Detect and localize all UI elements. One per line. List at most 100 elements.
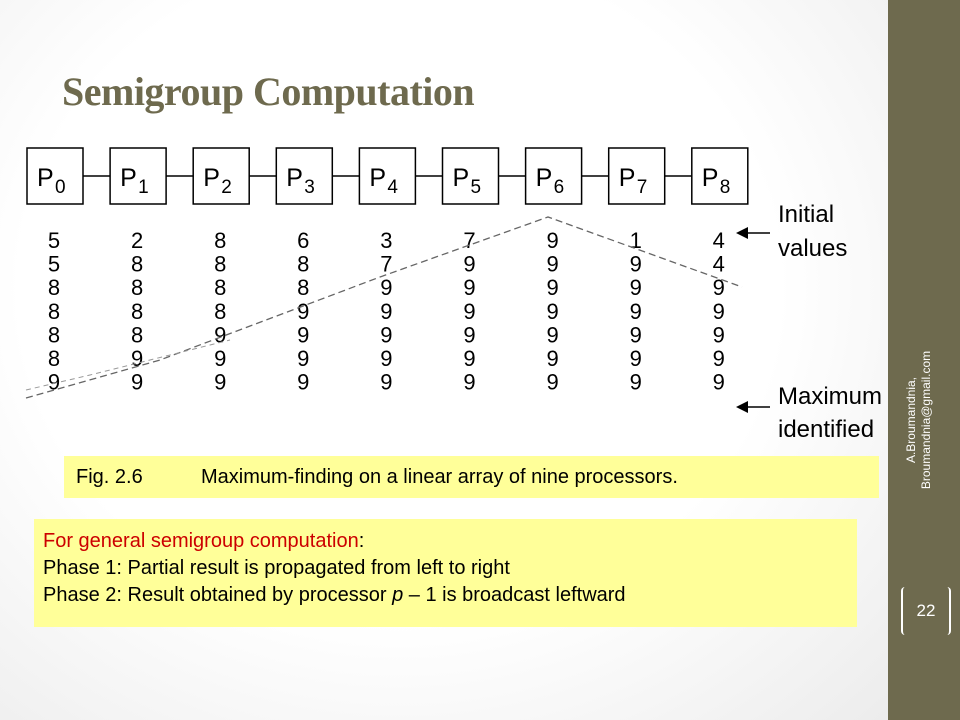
value-cell: 9 [630,322,642,347]
processor-index: 4 [387,177,398,198]
sidebar-band [888,0,960,720]
initial-values-arrow-head [736,227,748,239]
value-cell: 9 [630,346,642,371]
value-cell: 8 [214,228,226,253]
processor-index: 0 [55,177,66,198]
note-heading-line: For general semigroup computation: [43,528,857,555]
figure-caption-text: Maximum-finding on a linear array of nin… [201,466,678,488]
processor-name: P [37,164,54,192]
value-cell: 4 [713,228,725,253]
value-cell: 9 [380,346,392,371]
value-cell: 9 [131,370,143,395]
value-cell: 9 [546,322,558,347]
max-propagation-curve [25,216,743,399]
author-email: Broumandnia@gmail.com [919,350,933,490]
value-cell: 5 [48,228,60,253]
value-cell: 9 [380,275,392,300]
processor-name: P [369,164,386,192]
value-cell: 9 [713,370,725,395]
value-cell: 8 [48,322,60,347]
value-cell: 9 [297,299,309,324]
value-cell: 8 [297,252,309,277]
value-cell: 9 [214,322,226,347]
note-phase-2-start: Phase 2: Result obtained by processor [43,584,393,606]
note-phase-1: Phase 1: Partial result is propagated fr… [43,557,510,579]
value-cell: 9 [630,299,642,324]
value-cell: 8 [131,299,143,324]
value-cell: 9 [463,275,475,300]
initial-values-label-2: values [778,235,847,262]
processor-index: 6 [554,177,565,198]
value-cell: 9 [297,322,309,347]
value-cell: 9 [297,346,309,371]
processor-name: P [536,164,553,192]
value-cell: 9 [546,370,558,395]
value-cell: 9 [630,252,642,277]
value-cell: 1 [630,228,642,253]
value-cell: 6 [297,228,309,253]
processor-index: 3 [304,177,315,198]
processor-index: 8 [720,177,731,198]
processor-box [441,147,500,205]
value-cell: 9 [463,299,475,324]
processor-name: P [453,164,470,192]
maximum-identified-arrow-head [736,401,748,413]
initial-values-label: Initial [778,201,834,228]
semigroup-note: For general semigroup computation: Phase… [34,519,857,627]
value-cell: 8 [48,346,60,371]
processor-box [358,147,417,205]
value-cell: 9 [546,275,558,300]
value-cell: 5 [48,252,60,277]
value-cell: 4 [713,252,725,277]
value-cell: 8 [214,275,226,300]
maximum-identified-label: Maximum [778,383,882,410]
note-phase-2: Phase 2: Result obtained by processor p … [43,582,857,609]
processor-name: P [619,164,636,192]
processor-index: 1 [138,177,149,198]
value-cell: 8 [214,299,226,324]
note-heading: For general semigroup computation [43,530,359,552]
value-cell: 9 [214,346,226,371]
maximum-identified-label-2: identified [778,416,874,443]
processor-name: P [702,164,719,192]
value-cell: 9 [463,322,475,347]
value-cell: 8 [131,275,143,300]
value-cell: 9 [463,252,475,277]
processor-box [607,147,666,205]
value-cell: 8 [48,299,60,324]
processor-box [275,147,334,205]
figure-label: Fig. 2.6 [76,466,143,488]
value-cell: 9 [214,370,226,395]
note-heading-colon: : [358,530,365,552]
value-cell: 9 [463,346,475,371]
processor-box [524,147,583,205]
value-cell: 2 [131,228,143,253]
value-cell: 9 [713,346,725,371]
processor-index: 7 [637,177,648,198]
processor-name: P [286,164,303,192]
broadcast-curve [25,339,231,391]
page-number-frame [901,587,951,635]
value-cell: 9 [546,346,558,371]
value-cell: 8 [131,322,143,347]
value-cell: 9 [546,252,558,277]
value-cell: 9 [546,299,558,324]
value-cell: 9 [713,322,725,347]
page-number: 22 [916,601,936,620]
value-cell: 9 [713,299,725,324]
value-cell: 9 [630,275,642,300]
processor-name: P [120,164,137,192]
value-cell: 9 [380,299,392,324]
value-cell: 8 [48,275,60,300]
value-cell: 9 [546,228,558,253]
figure-caption: Fig. 2.6 Maximum-finding on a linear arra… [64,456,879,498]
